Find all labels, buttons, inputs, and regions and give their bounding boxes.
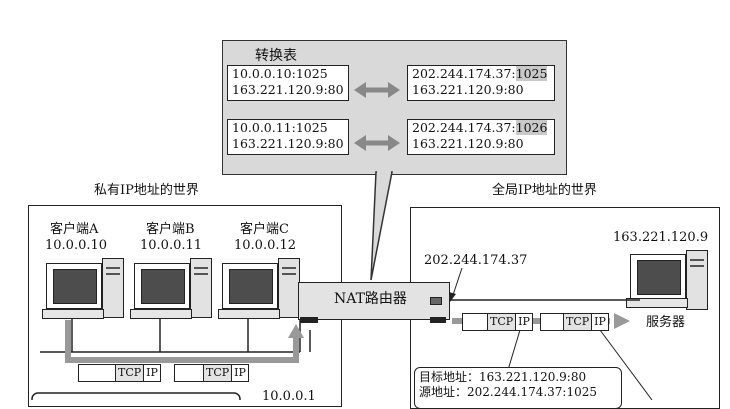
packet-ip-label: IP [143, 365, 160, 381]
client-c-ip: 10.0.0.12 [234, 238, 297, 253]
private-entry-2-line2: 163.221.120.9:80 [232, 136, 344, 151]
global-entry-1-line2: 163.221.120.9:80 [412, 82, 524, 97]
translated-port: 1026 [515, 120, 548, 135]
packet-ip-label: IP [515, 314, 532, 330]
dest-address-line: 目标地址：163.221.120.9:80 [419, 370, 587, 384]
translated-port: 1025 [515, 66, 548, 81]
private-packet-label-box [31, 392, 241, 400]
private-entry-2-line1: 10.0.0.11:1025 [232, 120, 328, 135]
global-entry-1-line1: 202.244.174.37:1025 [412, 66, 548, 81]
callout-pointer [370, 171, 393, 281]
private-entry-1-line1: 10.0.0.10:1025 [232, 66, 328, 81]
double-arrow-icon [354, 135, 400, 151]
client-a-ip: 10.0.0.10 [45, 238, 108, 253]
global-entry-2: 202.244.174.37:1026 163.221.120.9:80 [407, 119, 555, 155]
translation-table-title: 转换表 [255, 48, 297, 64]
packet-tcp-label: TCP [115, 365, 144, 381]
packet-tcp-label: TCP [487, 314, 516, 330]
router-label: NAT路由器 [334, 291, 407, 307]
client-c-name: 客户端C [240, 222, 289, 237]
private-packet-2: TCP IP [174, 364, 249, 382]
global-packet-address-box: 目标地址：163.221.120.9:80 源地址：202.244.174.37… [414, 367, 622, 409]
connection-lines [31, 82, 653, 400]
client-b-ip: 10.0.0.11 [140, 238, 203, 253]
global-entry-2-line2: 163.221.120.9:80 [412, 136, 524, 151]
router-outer-ip: 202.244.174.37 [424, 253, 528, 268]
client-b-name: 客户端B [146, 222, 195, 237]
global-packet-1: TCP IP [462, 313, 533, 331]
global-packet-2: TCP IP [540, 313, 609, 331]
translation-table-callout: 转换表 10.0.0.10:1025 163.221.120.9:80 202.… [222, 40, 567, 175]
double-arrow-icon [354, 82, 400, 98]
packet-ip-label: IP [231, 365, 248, 381]
global-entry-2-line1: 202.244.174.37:1026 [412, 120, 548, 135]
src-address-line: 源地址：202.244.174.37:1025 [419, 385, 598, 399]
client-a-name: 客户端A [50, 222, 99, 237]
private-world-title: 私有IP地址的世界 [94, 183, 199, 198]
server-label: 服务器 [646, 315, 686, 330]
server-ip: 163.221.120.9 [613, 230, 709, 245]
packet-tcp-label: TCP [563, 314, 592, 330]
global-entry-1: 202.244.174.37:1025 163.221.120.9:80 [407, 65, 555, 101]
private-packet-1: TCP IP [78, 364, 161, 382]
flow-arrow [65, 320, 299, 363]
private-entry-1: 10.0.0.10:1025 163.221.120.9:80 [227, 65, 349, 101]
global-world-title: 全局IP地址的世界 [492, 183, 597, 198]
private-entry-2: 10.0.0.11:1025 163.221.120.9:80 [227, 119, 349, 155]
packet-tcp-label: TCP [203, 365, 232, 381]
private-entry-1-line2: 163.221.120.9:80 [232, 82, 344, 97]
packet-ip-label: IP [591, 314, 608, 330]
